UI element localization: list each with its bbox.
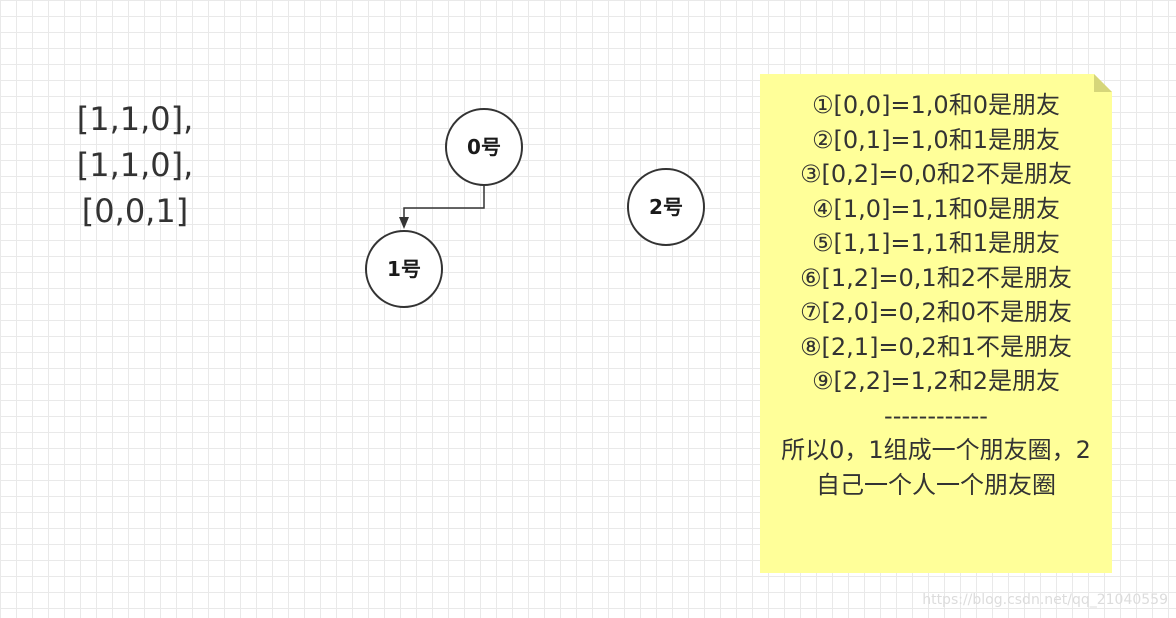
node-1-label: 1号 <box>387 257 421 281</box>
note-content: ①[0,0]=1,0和0是朋友 ②[0,1]=1,0和1是朋友 ③[0,2]=0… <box>774 88 1098 502</box>
node-2-circle <box>627 168 705 246</box>
node-1-circle <box>365 230 443 308</box>
note-fold-icon <box>1094 74 1112 92</box>
node-0[interactable]: 0号 <box>445 108 523 186</box>
note-line: ③[0,2]=0,0和2不是朋友 <box>800 160 1072 188</box>
note-line: ⑦[2,0]=0,2和0不是朋友 <box>800 298 1072 326</box>
node-0-circle <box>445 108 523 186</box>
node-2-label: 2号 <box>649 195 683 219</box>
node-1[interactable]: 1号 <box>365 230 443 308</box>
sticky-note[interactable]: ①[0,0]=1,0和0是朋友 ②[0,1]=1,0和1是朋友 ③[0,2]=0… <box>760 74 1112 573</box>
node-2[interactable]: 2号 <box>627 168 705 246</box>
edge-0-to-1 <box>399 186 485 229</box>
watermark: https://blog.csdn.net/qq_21040559 <box>922 592 1168 608</box>
edge-line <box>403 186 485 220</box>
note-line: ⑥[1,2]=0,1和2不是朋友 <box>800 263 1072 292</box>
matrix-row-0: [1,1,0], <box>76 100 194 138</box>
matrix-row-1: [1,1,0], <box>76 146 194 184</box>
arrowhead-icon <box>399 217 409 229</box>
note-shape <box>760 74 1112 573</box>
note-separator: ------------ <box>884 401 988 430</box>
note-line: ①[0,0]=1,0和0是朋友 <box>812 91 1060 119</box>
adjacency-matrix: [1,1,0], [1,1,0], [0,0,1] <box>60 96 210 234</box>
matrix-row-2: [0,0,1] <box>81 192 189 230</box>
note-line: ④[1,0]=1,1和0是朋友 <box>812 194 1060 223</box>
note-summary: 所以0，1组成一个朋友圈，2自己一个人一个朋友圈 <box>781 436 1091 499</box>
note-line: ⑨[2,2]=1,2和2是朋友 <box>812 367 1060 395</box>
note-line: ⑧[2,1]=0,2和1不是朋友 <box>800 332 1072 361</box>
note-line: ⑤[1,1]=1,1和1是朋友 <box>812 229 1060 257</box>
note-line: ②[0,1]=1,0和1是朋友 <box>812 125 1060 154</box>
note-body <box>760 74 1112 573</box>
node-0-label: 0号 <box>467 135 501 159</box>
